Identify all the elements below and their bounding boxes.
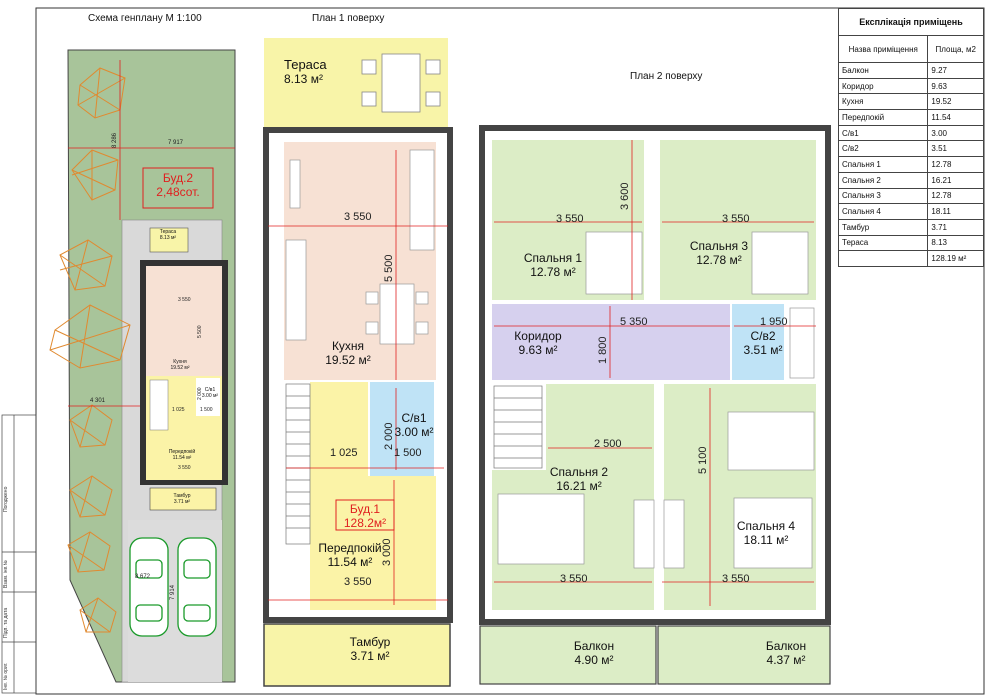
floor1-wc-label: С/в1 3.00 м² xyxy=(394,411,434,439)
building2-box xyxy=(142,167,214,209)
stamp-inv: Інв. № ориг. xyxy=(3,662,9,690)
floor1-dim-width-top: 3 550 xyxy=(344,211,372,223)
floor2-dim-wc2-w: 1 950 xyxy=(760,316,788,328)
site-dim-parking-h: 7 914 xyxy=(170,584,176,600)
floor2-dim-bed2-w: 2 500 xyxy=(594,438,622,450)
floor1-kitchen-label: Кухня 19.52 м² xyxy=(325,339,371,367)
site-plan-title: Схема генплану М 1:100 xyxy=(88,13,202,24)
site-dim-left: 4 301 xyxy=(90,398,106,404)
site-mini-dim-6: 2 000 xyxy=(197,387,203,400)
floor2-dim-bed1-w: 3 550 xyxy=(556,213,584,225)
balcony-left-fill xyxy=(479,625,657,685)
floor1-dim-wc-w: 1 500 xyxy=(394,447,422,459)
building1-box xyxy=(335,499,395,531)
corridor-fill xyxy=(492,304,730,380)
floor1-dim-wc-h: 2 000 xyxy=(383,422,395,450)
floor1-hall-fill-2 xyxy=(368,476,436,610)
stamp-agreed: Погоджено xyxy=(3,486,9,512)
floor2-title: План 2 поверху xyxy=(630,71,703,82)
site-mini-dim-1: 3 550 xyxy=(178,297,191,303)
site-trees xyxy=(49,67,131,633)
site-dim-side: 8 286 xyxy=(112,132,118,148)
floor2-stairs xyxy=(493,385,543,469)
table-total-row: 128.19 м² xyxy=(837,250,984,267)
floor1-dim-hall-h: 3 000 xyxy=(381,538,393,566)
terrace-table xyxy=(361,53,441,113)
floor1-plan xyxy=(263,38,453,687)
explication-title: Експлікація приміщень xyxy=(838,8,984,36)
floor1-terrace-label: Тераса 8.13 м² xyxy=(284,57,327,86)
stamp-sign-date: Підп. та дата xyxy=(3,607,9,638)
site-cars xyxy=(129,537,217,637)
kitchen-furniture xyxy=(285,149,435,345)
site-mini-dim-3: 1 500 xyxy=(200,407,213,413)
floor2-furniture xyxy=(497,231,815,569)
floor2-dim-bed3-w: 3 550 xyxy=(722,213,750,225)
site-plan xyxy=(49,49,236,683)
floor1-stairs xyxy=(285,383,311,545)
floor2-dim-corridor-h: 1 800 xyxy=(597,336,609,364)
wc2-fill xyxy=(732,304,784,380)
sheet-frame xyxy=(35,7,985,695)
explication-table: Експлікація приміщень Назва приміщення П… xyxy=(837,8,984,267)
floor1-wc-fill xyxy=(370,382,434,476)
site-mini-dim-2: 1 025 xyxy=(172,407,185,413)
floor1-hall-label: Передпокій 11.54 м² xyxy=(318,541,382,569)
site-dim-top: 7 917 xyxy=(168,140,184,146)
balcony-right-fill xyxy=(657,625,831,685)
stamp-replace: Взам. інв.№ xyxy=(3,560,9,588)
floor1-dim-width-bottom: 3 550 xyxy=(344,576,372,588)
floor1-tambur-fill xyxy=(263,623,451,687)
floor2-dim-bed-h: 3 600 xyxy=(619,182,631,210)
floor2-dim-bed4-h: 5 100 xyxy=(697,446,709,474)
site-dim-parking-w: 8 672 xyxy=(135,574,151,580)
floor1-dim-stair: 1 025 xyxy=(330,447,358,459)
floor2-dim-bottom-right: 3 550 xyxy=(722,573,750,585)
explication-col-name: Назва приміщення xyxy=(837,35,929,63)
floor1-dim-kitchen-h: 5 500 xyxy=(383,254,395,282)
floor2-plan xyxy=(479,125,831,685)
floor1-title: План 1 поверху xyxy=(312,13,385,24)
site-mini-dim-5: 5 500 xyxy=(197,325,203,338)
explication-total: 128.19 м² xyxy=(927,250,984,267)
floor2-dim-bottom-left: 3 550 xyxy=(560,573,588,585)
explication-col-area: Площа, м2 xyxy=(927,35,984,63)
site-mini-dim-4: 3 550 xyxy=(178,465,191,471)
floor1-tambur-label: Тамбур 3.71 м² xyxy=(349,635,391,663)
floor1-hall-fill xyxy=(310,382,368,610)
building1-label: Буд.1 128.2м² xyxy=(343,502,387,530)
site-mini-house xyxy=(140,227,228,511)
building2-label: Буд.2 2,48сот. xyxy=(156,171,200,199)
floor2-dim-corridor-w: 5 350 xyxy=(620,316,648,328)
stamp-lines xyxy=(1,414,37,694)
